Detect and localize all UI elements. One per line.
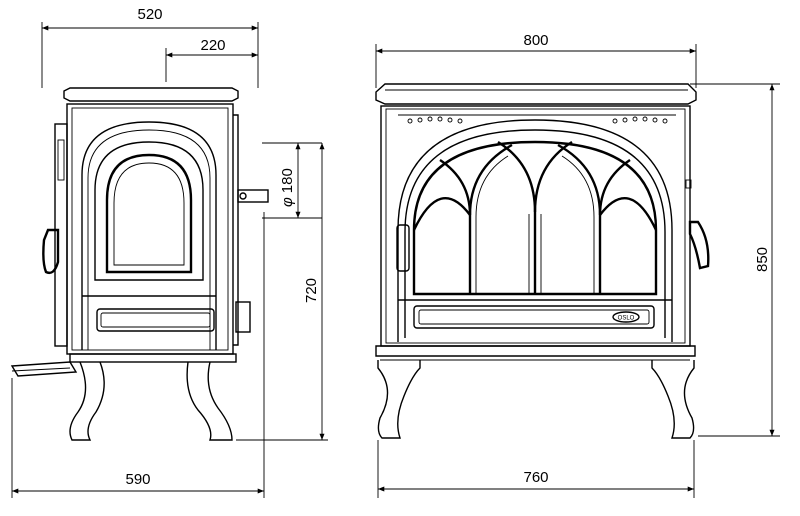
- side-handle: [42, 228, 60, 275]
- side-arch: [81, 121, 217, 350]
- dim-720-label: 720: [303, 278, 320, 303]
- side-leg-front: [69, 361, 105, 441]
- side-view: [10, 87, 269, 441]
- front-leg-left: [377, 360, 421, 439]
- front-door-glass: [412, 140, 658, 296]
- front-badge-text: OSLO: [618, 316, 635, 322]
- front-ash-door: [413, 305, 655, 329]
- side-door: [94, 141, 204, 281]
- side-leg-back: [186, 361, 233, 441]
- front-door-handle: [396, 224, 410, 272]
- front-side-control: [688, 220, 710, 270]
- dim-590-label: 590: [125, 471, 150, 488]
- front-view: OSLO: [375, 83, 710, 439]
- side-dimensions: 520 220 φ180 720 590: [11, 6, 328, 498]
- dim-800-label: 800: [523, 32, 548, 49]
- dim-520-label: 520: [137, 6, 162, 23]
- front-badge: [612, 311, 640, 323]
- front-gothic-tracery: [412, 140, 658, 294]
- side-top-plate: [63, 87, 239, 102]
- side-flue-collar: [237, 189, 269, 203]
- side-door-glass: [105, 153, 193, 274]
- front-arch: [404, 129, 666, 338]
- dim-760-label: 760: [523, 469, 548, 486]
- side-ash-door: [96, 308, 215, 332]
- dim-850-label: 850: [754, 247, 771, 272]
- side-hearth-plate: [10, 361, 78, 377]
- front-top-plate: [375, 83, 697, 105]
- front-dimensions: 800 850 760: [375, 32, 780, 498]
- dim-180-label: φ180: [279, 168, 296, 207]
- front-leg-right: [651, 360, 695, 439]
- front-decorative-band: [407, 116, 668, 124]
- dim-220-label: 220: [200, 37, 225, 54]
